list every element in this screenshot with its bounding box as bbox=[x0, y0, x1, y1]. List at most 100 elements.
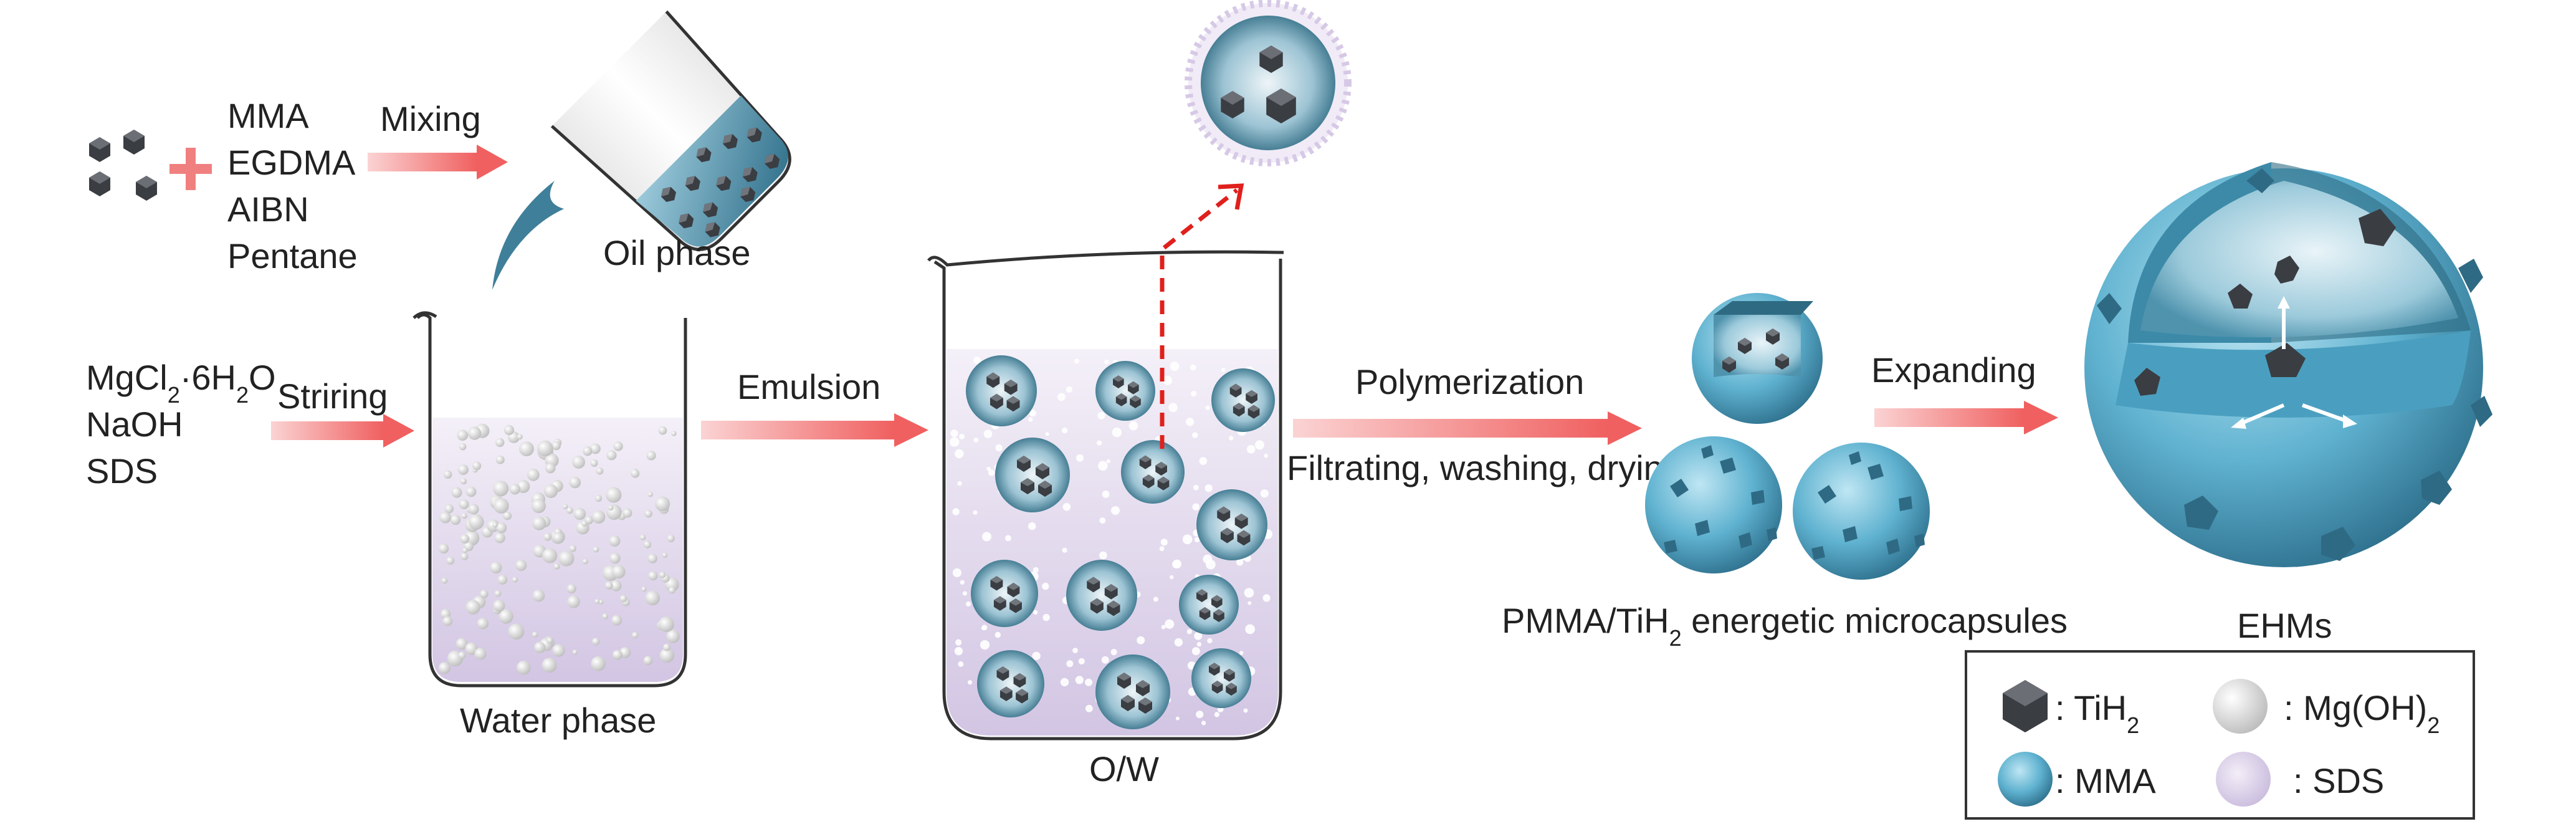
sds-particle bbox=[1160, 539, 1168, 546]
sds-particle bbox=[1111, 506, 1120, 515]
reagent-sds: SDS bbox=[86, 451, 158, 491]
svg-text:: SDS: : SDS bbox=[2293, 761, 2384, 800]
mgoh2-particle bbox=[604, 581, 613, 590]
mgoh2-particle bbox=[532, 499, 546, 514]
sds-particle bbox=[1229, 436, 1234, 441]
mgoh2-particle bbox=[655, 496, 670, 512]
sds-particle bbox=[995, 631, 1001, 638]
mgoh2-particle bbox=[582, 559, 588, 565]
mgoh2-particle bbox=[583, 446, 593, 456]
sds-particle bbox=[1262, 594, 1271, 602]
mma-icon bbox=[1998, 752, 2053, 807]
mgoh2-particle bbox=[573, 507, 586, 520]
sds-particle bbox=[958, 661, 964, 667]
mgoh2-particle bbox=[451, 487, 462, 498]
sds-particle bbox=[1066, 660, 1074, 668]
mgoh2-particle bbox=[534, 641, 546, 653]
mgoh2-particle bbox=[517, 434, 523, 440]
svg-text:: Mg(OH)2: : Mg(OH)2 bbox=[2284, 688, 2440, 738]
sds-particle bbox=[1042, 613, 1050, 621]
mgoh2-particle bbox=[458, 464, 469, 475]
sds-particle bbox=[1172, 560, 1180, 568]
sds-particle bbox=[1101, 656, 1109, 664]
mgoh2-particle bbox=[465, 486, 477, 497]
mgoh2-particle bbox=[669, 587, 675, 594]
sds-particle bbox=[1099, 551, 1107, 560]
sds-particle bbox=[1236, 559, 1244, 566]
sds-particle bbox=[1128, 421, 1138, 431]
legend-item-mma: : MMA bbox=[1998, 752, 2156, 807]
mgoh2-particle bbox=[544, 484, 558, 498]
arrow-expanding bbox=[1874, 401, 2058, 434]
mgoh2-particle bbox=[592, 638, 600, 646]
sds-particle bbox=[1042, 582, 1049, 590]
sds-particle bbox=[1201, 721, 1206, 726]
mgoh2-particle bbox=[532, 516, 546, 530]
mgoh2-particle bbox=[591, 656, 606, 671]
mgoh2-particle bbox=[465, 600, 480, 615]
mgoh2-particle bbox=[532, 631, 538, 638]
sds-particle bbox=[1205, 405, 1210, 410]
sds-particle bbox=[1196, 641, 1202, 647]
mgoh2-particle bbox=[619, 595, 627, 603]
sds-particle bbox=[1175, 716, 1180, 721]
mgoh2-particle bbox=[446, 556, 455, 565]
mgoh2-particle bbox=[545, 463, 556, 474]
mgoh2-icon bbox=[2213, 679, 2268, 734]
sds-particle bbox=[1076, 454, 1084, 462]
legend-item-mgoh2: : Mg(OH)2 bbox=[2213, 679, 2440, 738]
mgoh2-particle bbox=[641, 587, 647, 592]
sds-particle bbox=[980, 640, 990, 650]
mgoh2-particle bbox=[497, 575, 508, 585]
mgoh2-particle bbox=[671, 431, 677, 436]
mgoh2-particle bbox=[595, 495, 603, 502]
mgoh2-particle bbox=[508, 623, 525, 640]
mgoh2-particle bbox=[493, 600, 505, 612]
sds-particle bbox=[988, 469, 995, 476]
legend-item-sds: : SDS bbox=[2216, 752, 2384, 807]
mgoh2-particle bbox=[667, 534, 675, 542]
tih2-particles bbox=[89, 130, 157, 201]
mgoh2-particle bbox=[613, 441, 623, 451]
sds-particle bbox=[973, 438, 979, 443]
mgoh2-particle bbox=[666, 630, 680, 643]
mgoh2-particle bbox=[444, 504, 454, 514]
mgoh2-particle bbox=[584, 515, 593, 525]
mgoh2-particle bbox=[442, 616, 453, 626]
mgoh2-particle bbox=[490, 562, 502, 574]
mgoh2-particle bbox=[494, 498, 509, 514]
mgoh2-particle bbox=[512, 577, 518, 583]
sds-particle bbox=[966, 601, 971, 606]
sds-particle bbox=[1221, 368, 1226, 372]
reagent-mma: MMA bbox=[227, 96, 309, 135]
mgoh2-particle bbox=[438, 662, 451, 674]
mgoh2-particle bbox=[606, 450, 617, 461]
mgoh2-particle bbox=[566, 507, 573, 514]
mgoh2-particle bbox=[645, 590, 660, 606]
reagent-pentane: Pentane bbox=[227, 236, 358, 276]
mgoh2-particle bbox=[515, 559, 527, 572]
label-water-phase: Water phase bbox=[460, 701, 656, 740]
sds-particle bbox=[1159, 546, 1165, 552]
sds-particle bbox=[1264, 453, 1268, 458]
sds-particle bbox=[957, 481, 962, 486]
mgoh2-particle bbox=[553, 563, 560, 570]
mgoh2-particle bbox=[611, 565, 626, 579]
sds-particle bbox=[1045, 432, 1049, 436]
sds-particle bbox=[1085, 704, 1093, 712]
sds-particle bbox=[1174, 638, 1183, 647]
sds-particle bbox=[1186, 629, 1192, 635]
sds-particle bbox=[1062, 502, 1071, 511]
mgoh2-particle bbox=[563, 504, 568, 509]
mgoh2-particle bbox=[517, 660, 531, 675]
sds-particle bbox=[982, 532, 991, 542]
mgoh2-particle bbox=[609, 535, 621, 547]
sds-particle bbox=[1062, 547, 1067, 553]
sds-particle bbox=[950, 429, 958, 438]
sds-particle bbox=[1193, 484, 1199, 491]
cutaway-capsule bbox=[1692, 293, 1823, 424]
sds-icon bbox=[2216, 752, 2271, 807]
arrow-polymerization bbox=[1293, 411, 1642, 445]
sds-particle bbox=[1085, 678, 1092, 686]
mgoh2-particle bbox=[611, 615, 623, 626]
